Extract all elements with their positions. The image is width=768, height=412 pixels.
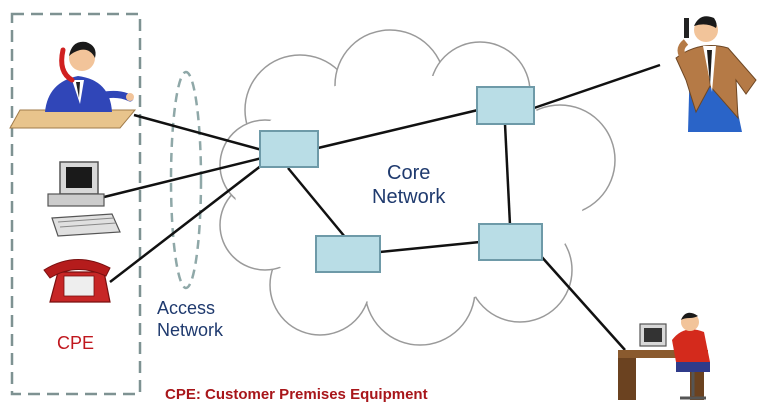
link-node1-node2: [317, 108, 479, 150]
access-network-label-line1: Access: [157, 298, 216, 318]
link-node4-workstation: [539, 254, 626, 351]
man-on-phone-at-desk-icon: [9, 41, 137, 129]
link-node1-node3: [287, 167, 346, 238]
red-telephone-icon: [43, 259, 111, 303]
switch-node-4: [478, 223, 543, 261]
desktop-computer-icon: [47, 161, 121, 237]
core-network-label: Core Network: [372, 161, 445, 209]
link-node2-node4: [503, 123, 512, 226]
access-network-label: Access Network: [157, 298, 223, 341]
network-nodes: [259, 86, 543, 273]
access-network-label-line2: Network: [157, 319, 224, 340]
core-network-label-line2: Network: [372, 186, 446, 208]
link-node2-mobile-user: [533, 63, 661, 110]
network-links: [99, 63, 661, 351]
link-desk-phone: [133, 113, 263, 152]
access-network-ellipse: [169, 70, 203, 290]
cpe-label: CPE: [57, 333, 95, 353]
cpe-boundary: [10, 12, 142, 396]
switch-node-3: [315, 235, 381, 273]
switch-node-1: [259, 130, 319, 168]
cpe-legend: CPE: Customer Premises Equipment: [165, 386, 428, 403]
link-computer: [99, 156, 263, 200]
link-telephone: [109, 164, 263, 283]
link-node3-node4: [379, 240, 481, 254]
person-at-computer-desk-icon: [618, 312, 710, 400]
switch-node-2: [476, 86, 535, 125]
core-network-label-line1: Core: [387, 162, 431, 184]
man-with-mobile-phone-icon: [675, 16, 757, 132]
